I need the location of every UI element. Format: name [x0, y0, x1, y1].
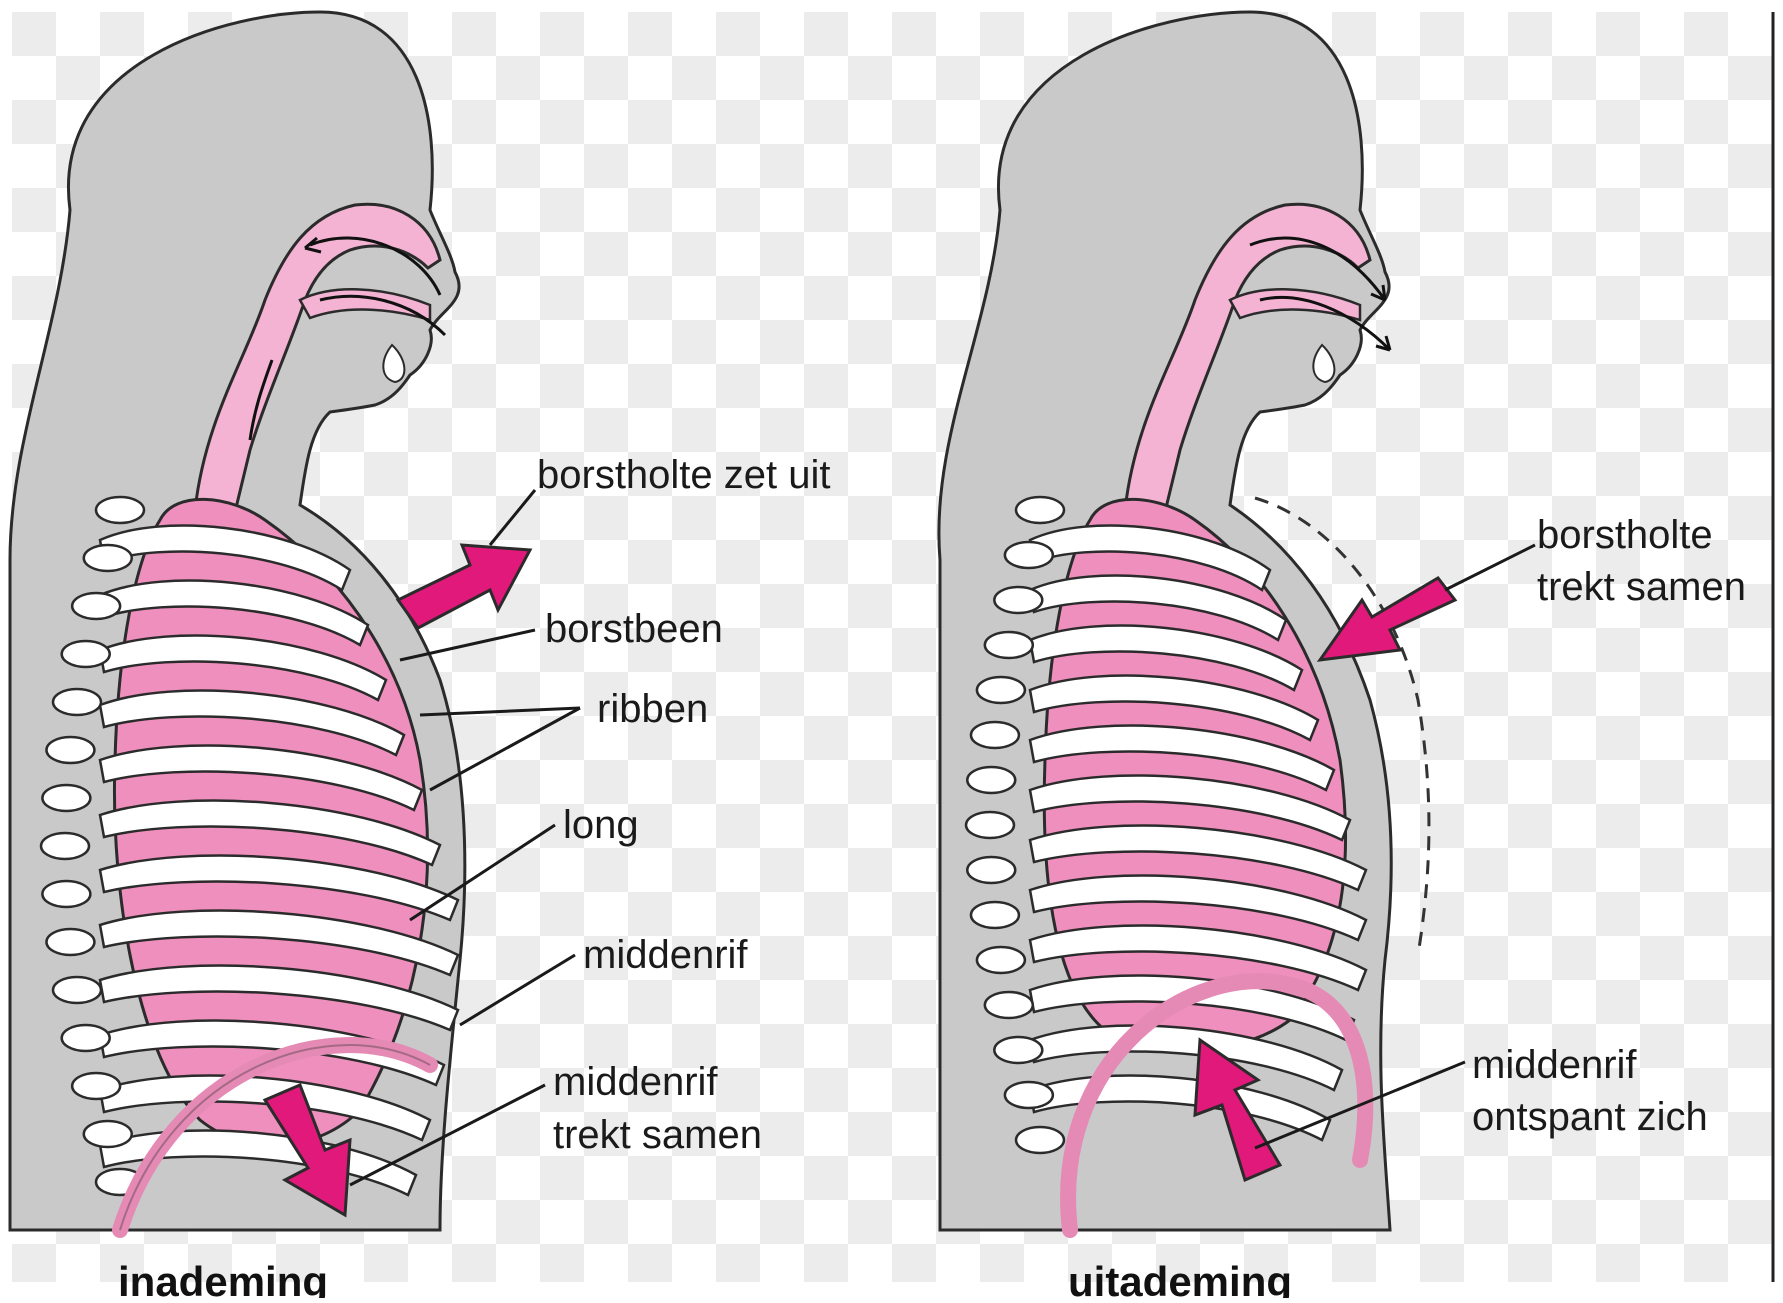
inhale-vertebra: [46, 929, 94, 955]
label-borstbeen: borstbeen: [545, 607, 723, 651]
exhale-vertebra: [1016, 497, 1064, 523]
exhale-vertebra: [966, 812, 1014, 838]
label-borstholte: borstholte: [1537, 513, 1713, 557]
exhale-vertebra: [967, 857, 1015, 883]
inhale-vertebra: [62, 641, 110, 667]
inhale-vertebra: [53, 977, 101, 1003]
exhale-vertebra: [967, 767, 1015, 793]
label-middenrif: middenrif: [583, 933, 748, 977]
inhale-vertebra: [84, 1121, 132, 1147]
inhale-vertebra: [72, 593, 120, 619]
inhale-vertebra: [42, 881, 90, 907]
label-middenrif-relax-line1: middenrif: [1472, 1043, 1637, 1087]
exhale-vertebra: [994, 1037, 1042, 1063]
exhale-vertebra: [994, 587, 1042, 613]
label-ontspant-zich: ontspant zich: [1472, 1095, 1708, 1139]
exhale-vertebra: [1005, 542, 1053, 568]
inhale-vertebra: [84, 545, 132, 571]
caption-uitademing: uitademing: [1068, 1258, 1292, 1298]
label-middenrif-contract-line2: trekt samen: [553, 1113, 762, 1157]
exhale-vertebra: [971, 902, 1019, 928]
label-ribben: ribben: [597, 687, 708, 731]
label-long: long: [563, 803, 639, 847]
inhale-vertebra: [62, 1025, 110, 1051]
inhale-vertebra: [96, 497, 144, 523]
inhale-vertebra: [53, 689, 101, 715]
label-middenrif-contract-line1: middenrif: [553, 1060, 718, 1104]
inhale-vertebra: [42, 785, 90, 811]
inhale-vertebra: [72, 1073, 120, 1099]
exhale-vertebra: [977, 677, 1025, 703]
exhale-vertebra: [971, 722, 1019, 748]
exhale-vertebra: [1016, 1127, 1064, 1153]
inhale-vertebra: [46, 737, 94, 763]
caption-inademing: inademing: [118, 1258, 328, 1298]
exhale-vertebra: [985, 992, 1033, 1018]
label-borstholte-zet-uit: borstholte zet uit: [537, 453, 831, 497]
exhale-vertebra: [977, 947, 1025, 973]
exhale-vertebra: [985, 632, 1033, 658]
label-trekt-samen: trekt samen: [1537, 565, 1746, 609]
exhale-vertebra: [1005, 1082, 1053, 1108]
inhale-vertebra: [41, 833, 89, 859]
